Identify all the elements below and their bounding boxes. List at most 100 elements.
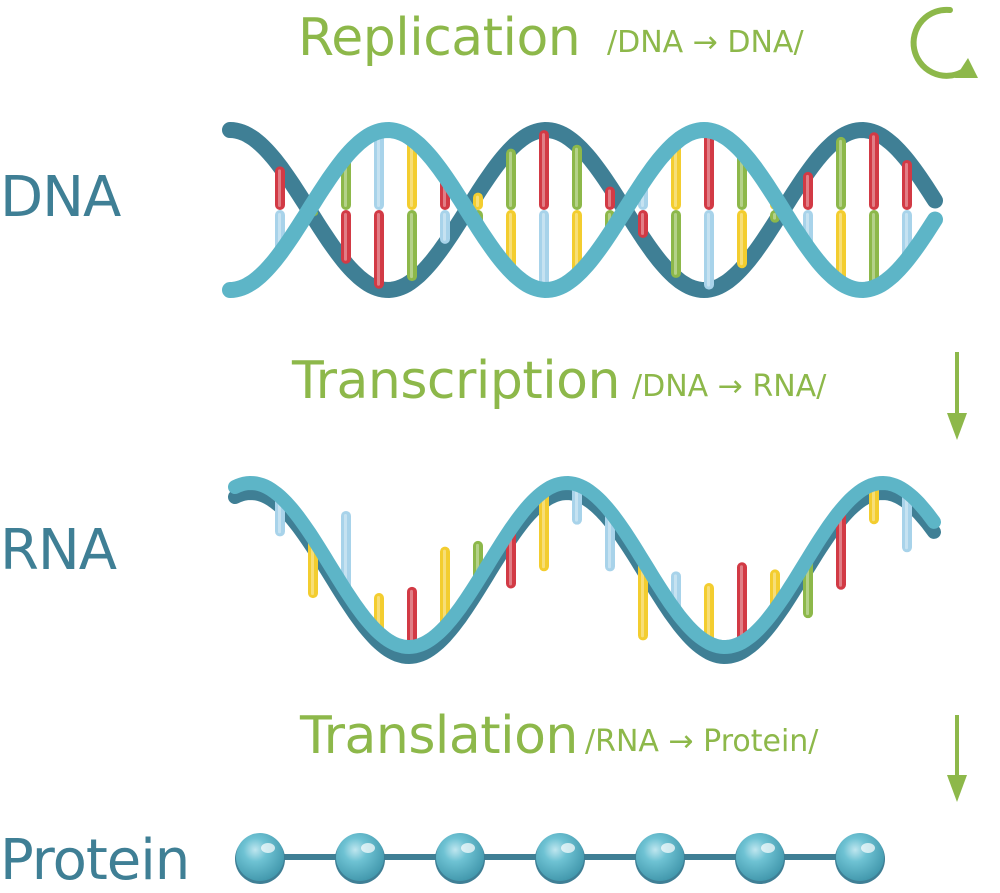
dna-base-pair-upper-shine — [674, 145, 677, 207]
amino-acid-bead — [636, 833, 684, 881]
rna-base-shine — [278, 499, 281, 534]
dna-base-pair-lower-shine — [773, 213, 776, 220]
dna-base-pair-lower-shine — [641, 213, 644, 236]
dna-base-pair-lower — [506, 148, 516, 210]
dna-base-pair-lower-shine — [608, 189, 611, 207]
rna-base — [341, 510, 351, 591]
rna-base-shine — [443, 549, 446, 624]
dna-base-pair-lower-shine — [542, 133, 545, 207]
dna-base-pair-lower — [836, 136, 846, 210]
protein-label: Protein — [0, 828, 190, 893]
rna-base — [572, 484, 582, 525]
replication-title: Replication — [298, 8, 581, 68]
amino-acid-bead — [336, 833, 384, 881]
rna-base — [407, 586, 417, 647]
dna-base-pair-lower-shine — [509, 151, 512, 207]
amino-acid-bead-highlight — [361, 843, 375, 853]
rna-base-shine — [575, 487, 578, 522]
dna-base-pair-lower — [374, 210, 384, 289]
rna-base — [539, 491, 549, 572]
dna-base-pair-lower — [704, 210, 714, 290]
dna-base-pair-upper-shine — [707, 133, 710, 207]
translation-formula: /RNA → Protein/ — [585, 724, 819, 759]
rna-base — [605, 511, 615, 572]
dna-base-pair-upper-shine — [839, 213, 842, 281]
dna-base-pair-lower — [407, 210, 417, 282]
dna-base-pair-upper-shine — [542, 213, 545, 287]
amino-acid-bead-highlight — [261, 843, 275, 853]
rna-base-shine — [344, 513, 347, 588]
dna-base-pair-lower-shine — [575, 147, 578, 207]
rna-base — [704, 582, 714, 643]
rna-strand — [228, 475, 941, 655]
rna-base-shine — [740, 565, 743, 640]
amino-acid-bead — [836, 833, 884, 881]
dna-strand-front — [222, 121, 943, 299]
dna-base-pair-lower-shine — [905, 162, 908, 207]
dna-base-pair-upper-shine — [509, 213, 512, 269]
dna-label: DNA — [0, 165, 121, 230]
rna-base-shine — [872, 487, 875, 522]
dna-base-pair-upper — [539, 210, 549, 290]
dna-base-pair-lower — [539, 130, 549, 210]
dna-double-helix — [222, 121, 943, 299]
dna-base-pair-lower — [803, 171, 813, 210]
dna-base-pair-lower-shine — [674, 213, 677, 275]
down-arrow-icon — [947, 352, 967, 440]
rna-base — [869, 484, 879, 525]
rna-base-shine — [641, 563, 644, 638]
dna-base-pair-lower-shine — [476, 195, 479, 207]
dna-base-pair-upper — [836, 210, 846, 284]
rna-strand — [228, 475, 941, 665]
amino-acid-bead-highlight — [861, 843, 875, 853]
amino-acid-bead — [536, 833, 584, 881]
rna-base-shine — [707, 585, 710, 640]
dna-base-pair-lower-shine — [443, 213, 446, 241]
dna-base-pair-upper — [572, 210, 582, 276]
rna-base — [737, 562, 747, 643]
dna-base-pair-lower-shine — [278, 169, 281, 207]
dna-strand-back — [222, 121, 943, 299]
circular-arrow-icon — [910, 6, 978, 79]
dna-base-pair-lower-shine — [707, 213, 710, 287]
dna-base-pair-upper-shine — [740, 154, 743, 207]
replication-formula: /DNA → DNA/ — [607, 25, 804, 60]
amino-acid-bead-highlight — [761, 843, 775, 853]
rna-base-shine — [806, 561, 809, 616]
dna-base-pair-lower-shine — [740, 213, 743, 266]
rna-base-shine — [608, 514, 611, 569]
dna-base-pair-upper — [407, 138, 417, 210]
dna-base-pair-lower — [605, 186, 615, 210]
dna-base-pair-lower — [869, 132, 879, 210]
dna-base-pair-upper-shine — [905, 213, 908, 258]
rna-base-shine — [410, 589, 413, 644]
amino-acid-bead — [736, 833, 784, 881]
dna-base-pair-lower — [275, 166, 285, 210]
dna-base-pair-upper — [704, 130, 714, 210]
dna-base-pair-lower — [473, 192, 483, 210]
dna-base-pair-upper-shine — [575, 213, 578, 273]
dna-base-pair-lower-shine — [344, 213, 347, 261]
dna-base-pair-lower-shine — [410, 213, 413, 279]
rna-base — [902, 492, 912, 553]
dna-base-pair-upper-shine — [377, 134, 380, 207]
dna-base-pair-lower — [572, 144, 582, 210]
transcription-title: Transcription — [292, 351, 620, 411]
dna-base-pair-lower — [737, 210, 747, 269]
dna-base-pair-lower — [638, 210, 648, 239]
rna-base-shine — [905, 495, 908, 550]
dna-base-pair-upper — [506, 210, 516, 272]
rna-base-shine — [542, 494, 545, 569]
dna-base-pair-upper — [869, 210, 879, 288]
dna-base-pair-lower-shine — [377, 213, 380, 286]
rna-base-shine — [377, 596, 380, 631]
dna-base-pair-upper-shine — [410, 141, 413, 207]
dna-base-pair-upper — [374, 131, 384, 210]
rna-base-shine — [311, 541, 314, 596]
translation-title: Translation — [300, 706, 578, 766]
down-arrow-icon — [947, 715, 967, 802]
dna-base-pair-lower — [671, 210, 681, 278]
dna-base-pair-lower-shine — [872, 135, 875, 207]
rna-base — [638, 560, 648, 641]
